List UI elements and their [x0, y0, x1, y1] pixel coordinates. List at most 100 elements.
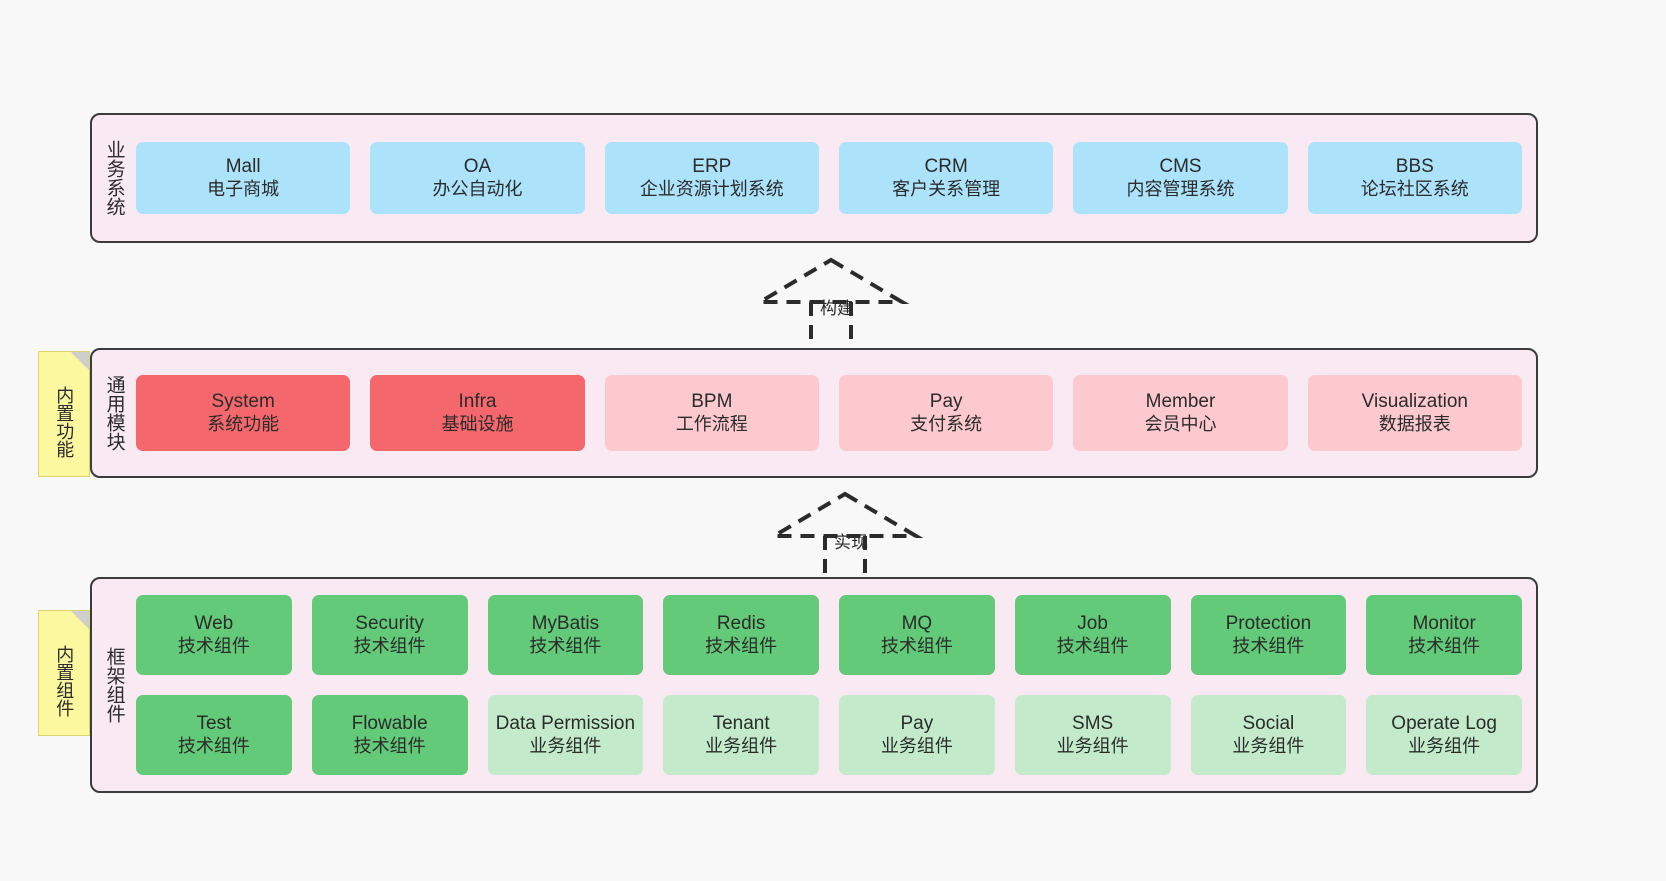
module-row: System 系统功能 Infra 基础设施 BPM 工作流程 Pay 支付系统…: [136, 375, 1522, 451]
box-title: Social: [1242, 713, 1295, 735]
connector-implement: 实现: [766, 490, 924, 586]
framework-row-business: Test 技术组件 Flowable 技术组件 Data Permission …: [136, 695, 1522, 775]
business-box-erp[interactable]: ERP 企业资源计划系统: [604, 142, 819, 214]
framework-box-social[interactable]: Social 业务组件: [1190, 695, 1347, 775]
module-box-visualization[interactable]: Visualization 数据报表: [1307, 375, 1522, 451]
sticky-note-label: 内置组件: [54, 645, 75, 717]
box-subtitle: 技术组件: [353, 735, 426, 756]
box-subtitle: 技术组件: [353, 635, 426, 656]
box-title: Operate Log: [1391, 713, 1497, 735]
box-title: CRM: [924, 156, 968, 178]
box-subtitle: 电子商城: [207, 178, 280, 199]
box-subtitle: 技术组件: [177, 635, 250, 656]
module-box-member[interactable]: Member 会员中心: [1073, 375, 1288, 451]
box-subtitle: 业务组件: [529, 735, 602, 756]
box-subtitle: 业务组件: [880, 735, 953, 756]
box-title: Protection: [1225, 613, 1312, 635]
framework-box-redis[interactable]: Redis 技术组件: [663, 595, 819, 675]
business-box-bbs[interactable]: BBS 论坛社区系统: [1307, 142, 1522, 214]
framework-box-sms[interactable]: SMS 业务组件: [1014, 695, 1171, 775]
box-title: Flowable: [351, 713, 428, 735]
box-subtitle: 业务组件: [1056, 735, 1129, 756]
layer-framework-components: 框架组件 Web 技术组件 Security 技术组件 MyBatis 技术组件…: [90, 577, 1538, 793]
connector-build: 构建: [752, 256, 910, 352]
module-box-system[interactable]: System 系统功能: [136, 375, 351, 451]
layer-module-label: 通用模块: [103, 375, 125, 451]
box-subtitle: 客户关系管理: [892, 178, 1001, 199]
layer-business-body: Mall 电子商城 OA 办公自动化 ERP 企业资源计划系统 CRM 客户关系…: [136, 115, 1536, 241]
connector-implement-label: 实现: [834, 533, 868, 552]
box-subtitle: 技术组件: [529, 635, 602, 656]
box-subtitle: 论坛社区系统: [1360, 178, 1469, 199]
box-title: ERP: [692, 156, 732, 178]
framework-box-mq[interactable]: MQ 技术组件: [839, 595, 995, 675]
box-subtitle: 工作流程: [675, 413, 748, 434]
box-title: Mall: [225, 156, 261, 178]
module-box-infra[interactable]: Infra 基础设施: [370, 375, 585, 451]
module-box-bpm[interactable]: BPM 工作流程: [604, 375, 819, 451]
box-subtitle: 技术组件: [1408, 635, 1481, 656]
sticky-note-label: 内置功能: [54, 386, 75, 458]
business-box-oa[interactable]: OA 办公自动化: [370, 142, 585, 214]
box-title: Security: [355, 613, 424, 635]
box-subtitle: 企业资源计划系统: [639, 178, 784, 199]
box-title: Tenant: [712, 713, 770, 735]
box-title: Test: [196, 713, 232, 735]
box-title: OA: [463, 156, 492, 178]
box-title: MyBatis: [531, 613, 600, 635]
box-title: BPM: [691, 391, 733, 413]
framework-box-data-permission[interactable]: Data Permission 业务组件: [487, 695, 644, 775]
box-subtitle: 业务组件: [1408, 735, 1481, 756]
framework-box-security[interactable]: Security 技术组件: [311, 595, 468, 675]
box-subtitle: 技术组件: [705, 635, 778, 656]
box-subtitle: 技术组件: [1232, 635, 1305, 656]
box-title: Pay: [900, 713, 934, 735]
box-title: Visualization: [1361, 391, 1468, 413]
box-subtitle: 内容管理系统: [1126, 178, 1235, 199]
box-subtitle: 数据报表: [1378, 413, 1451, 434]
framework-box-operate-log[interactable]: Operate Log 业务组件: [1366, 695, 1522, 775]
framework-box-test[interactable]: Test 技术组件: [136, 695, 292, 775]
box-subtitle: 基础设施: [441, 413, 514, 434]
box-title: MQ: [901, 613, 933, 635]
box-subtitle: 技术组件: [880, 635, 953, 656]
box-subtitle: 业务组件: [1232, 735, 1305, 756]
business-box-cms[interactable]: CMS 内容管理系统: [1073, 142, 1288, 214]
box-subtitle: 系统功能: [207, 413, 280, 434]
framework-box-monitor[interactable]: Monitor 技术组件: [1366, 595, 1522, 675]
framework-box-mybatis[interactable]: MyBatis 技术组件: [487, 595, 644, 675]
box-subtitle: 办公自动化: [432, 178, 523, 199]
layer-business-systems: 业务系统 Mall 电子商城 OA 办公自动化 ERP 企业资源计划系统 CRM…: [90, 113, 1538, 243]
box-title: System: [211, 391, 275, 413]
sticky-note-builtin-functions: 内置功能: [38, 351, 90, 477]
box-title: Web: [194, 613, 234, 635]
framework-box-job[interactable]: Job 技术组件: [1014, 595, 1171, 675]
layer-common-modules: 通用模块 System 系统功能 Infra 基础设施 BPM 工作流程 Pay…: [90, 348, 1538, 478]
framework-box-web[interactable]: Web 技术组件: [136, 595, 292, 675]
sticky-note-builtin-components: 内置组件: [38, 610, 90, 736]
module-box-pay[interactable]: Pay 支付系统: [838, 375, 1054, 451]
framework-box-flowable[interactable]: Flowable 技术组件: [311, 695, 468, 775]
box-title: Pay: [929, 391, 963, 413]
framework-box-pay[interactable]: Pay 业务组件: [839, 695, 995, 775]
framework-box-tenant[interactable]: Tenant 业务组件: [663, 695, 819, 775]
box-subtitle: 业务组件: [705, 735, 778, 756]
box-title: Redis: [716, 613, 766, 635]
box-subtitle: 支付系统: [910, 413, 983, 434]
layer-framework-body: Web 技术组件 Security 技术组件 MyBatis 技术组件 Redi…: [136, 579, 1536, 791]
box-title: BBS: [1395, 156, 1434, 178]
framework-box-protection[interactable]: Protection 技术组件: [1190, 595, 1347, 675]
business-box-mall[interactable]: Mall 电子商城: [136, 142, 351, 214]
layer-framework-label: 框架组件: [103, 647, 125, 723]
box-subtitle: 技术组件: [1056, 635, 1129, 656]
box-title: Job: [1077, 613, 1108, 635]
box-subtitle: 技术组件: [177, 735, 250, 756]
business-row: Mall 电子商城 OA 办公自动化 ERP 企业资源计划系统 CRM 客户关系…: [136, 142, 1522, 214]
box-title: CMS: [1159, 156, 1202, 178]
layer-business-label: 业务系统: [103, 140, 125, 216]
box-title: Infra: [458, 391, 497, 413]
box-title: Monitor: [1412, 613, 1476, 635]
layer-module-body: System 系统功能 Infra 基础设施 BPM 工作流程 Pay 支付系统…: [136, 350, 1536, 476]
business-box-crm[interactable]: CRM 客户关系管理: [838, 142, 1054, 214]
